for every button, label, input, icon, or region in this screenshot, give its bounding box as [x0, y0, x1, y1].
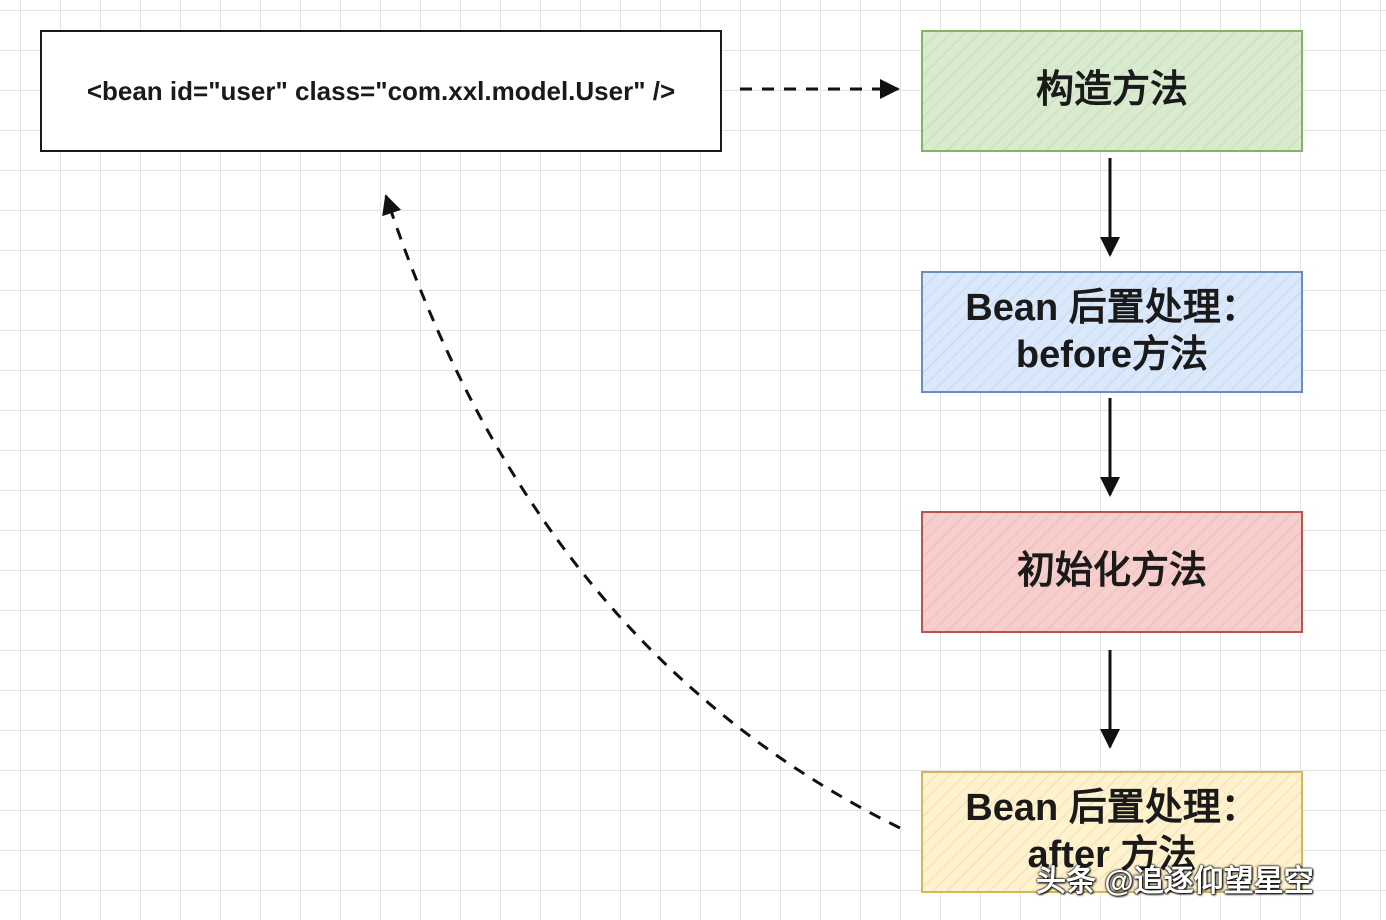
step-constructor: 构造方法 — [921, 30, 1303, 152]
bean-definition-text: <bean id="user" class="com.xxl.model.Use… — [86, 75, 676, 106]
step-post-process-after-label: Bean 后置处理： after 方法 — [965, 786, 1259, 877]
bean-definition-box: <bean id="user" class="com.xxl.model.Use… — [40, 30, 722, 152]
step-initialization-label: 初始化方法 — [1016, 550, 1207, 593]
step-post-process-before-label: Bean 后置处理： before方法 — [965, 286, 1259, 377]
step-constructor-label: 构造方法 — [1035, 69, 1188, 112]
watermark: 头条 @追逐仰望星空 — [1036, 865, 1314, 898]
step-post-process-before: Bean 后置处理： before方法 — [921, 271, 1303, 393]
arrow-after-back-to-bean — [382, 194, 901, 830]
step-post-process-after: Bean 后置处理： after 方法 — [921, 771, 1303, 893]
step-initialization: 初始化方法 — [921, 511, 1303, 633]
